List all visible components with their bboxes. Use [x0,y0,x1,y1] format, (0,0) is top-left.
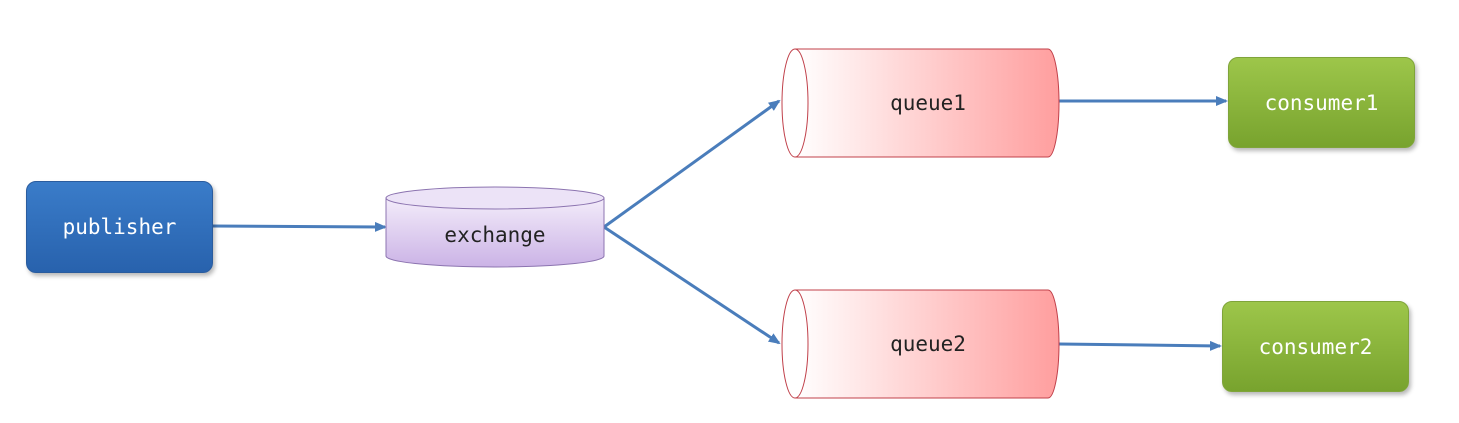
consumer2-node: consumer2 [1222,301,1409,392]
publisher-label: publisher [62,215,177,239]
queue2-label: queue2 [890,331,966,356]
edge-exchange-queue2 [603,225,781,345]
consumer1-label: consumer1 [1264,90,1379,115]
edge-exchange-queue1 [603,99,781,229]
edge-publisher-exchange [210,221,387,232]
exchange-cylinder [385,186,605,268]
queue1-label: queue1 [890,90,966,115]
consumer1-node: consumer1 [1228,57,1415,148]
edge-queue2-consumer2 [1058,340,1222,351]
publisher-node: publisher [26,181,213,273]
consumer2-label: consumer2 [1258,334,1373,359]
queue1-cylinder [781,48,1060,158]
exchange-label: exchange [444,222,546,247]
queue2-cylinder [781,289,1060,399]
